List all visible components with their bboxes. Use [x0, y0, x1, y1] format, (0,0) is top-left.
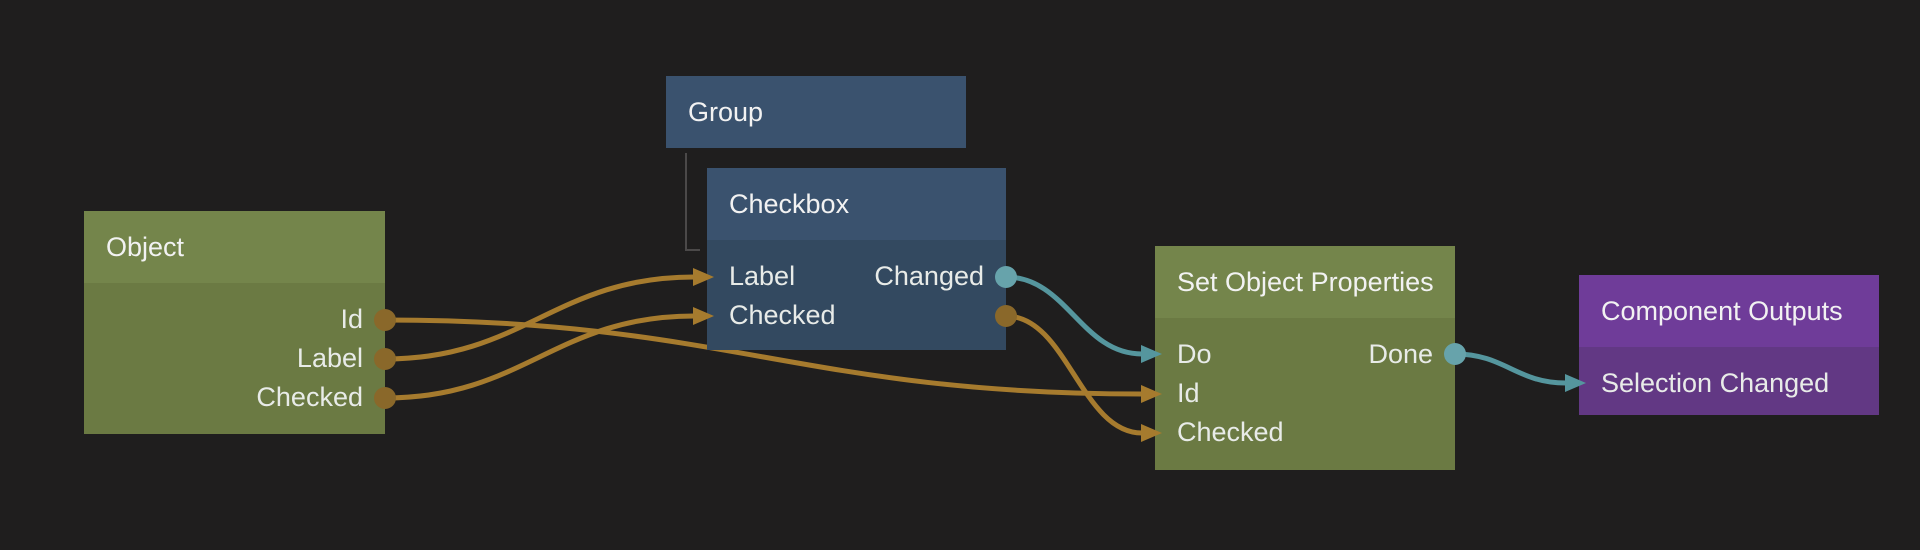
node-group-title: Group — [688, 96, 764, 127]
node-object-body: Id Label Checked — [84, 283, 385, 434]
node-component-outputs-header[interactable]: Component Outputs — [1579, 275, 1879, 347]
port-row: Checked — [1155, 413, 1455, 452]
port-row: Id — [1155, 374, 1455, 413]
wire-object-label-to-checkbox-label[interactable] — [382, 274, 697, 362]
port-row: Label — [84, 339, 385, 378]
output-port-label-changed: Changed — [874, 261, 984, 291]
output-port-label-done: Done — [1368, 339, 1433, 369]
wire-set-object-properties-done-to-component-outputs-selection-changed[interactable] — [1452, 351, 1569, 386]
node-group-header[interactable]: Group — [666, 76, 966, 148]
wire-checkbox-checked-to-set-object-properties-checked[interactable] — [1003, 313, 1145, 436]
node-set-object-properties-header[interactable]: Set Object Properties — [1155, 246, 1455, 318]
node-checkbox-body: Label Changed Checked — [707, 240, 1006, 350]
wire-object-id-to-set-object-properties-id[interactable] — [382, 317, 1145, 397]
input-port-label-do: Do — [1177, 339, 1212, 369]
node-checkbox-title: Checkbox — [729, 188, 850, 219]
input-port-label-selection-changed: Selection Changed — [1601, 368, 1830, 398]
node-set-object-properties-title: Set Object Properties — [1177, 266, 1434, 297]
node-component-outputs-body: Selection Changed — [1579, 347, 1879, 415]
node-group[interactable]: Group — [666, 76, 966, 148]
output-port-label-label: Label — [296, 343, 363, 373]
input-port-label-id: Id — [1177, 378, 1200, 408]
input-port-label-checked: Checked — [1177, 417, 1284, 447]
output-port-label-checked: Checked — [256, 382, 363, 412]
port-row: Id — [84, 300, 385, 339]
port-row: Selection Changed — [1579, 364, 1879, 403]
wire-object-checked-to-checkbox-checked[interactable] — [382, 313, 697, 401]
port-row: Checked — [84, 378, 385, 417]
node-set-object-properties[interactable]: Set Object Properties Do Done Id Checked — [1155, 246, 1455, 470]
node-component-outputs-title: Component Outputs — [1601, 295, 1843, 326]
group-child-link-line — [685, 153, 700, 251]
port-row: Checked — [707, 296, 1006, 335]
node-checkbox-header[interactable]: Checkbox — [707, 168, 1006, 240]
port-row: Do Done — [1155, 335, 1455, 374]
node-object-title: Object — [106, 231, 185, 262]
wire-checkbox-changed-to-set-object-properties-do[interactable] — [1003, 274, 1145, 357]
node-object[interactable]: Object Id Label Checked — [84, 211, 385, 434]
input-port-label-checked: Checked — [729, 300, 836, 330]
node-object-header[interactable]: Object — [84, 211, 385, 283]
output-port-label-id: Id — [340, 304, 363, 334]
input-port-label-label: Label — [729, 261, 796, 291]
node-component-outputs[interactable]: Component Outputs Selection Changed — [1579, 275, 1879, 415]
port-row: Label Changed — [707, 257, 1006, 296]
node-set-object-properties-body: Do Done Id Checked — [1155, 318, 1455, 470]
node-checkbox[interactable]: Checkbox Label Changed Checked — [707, 168, 1006, 350]
